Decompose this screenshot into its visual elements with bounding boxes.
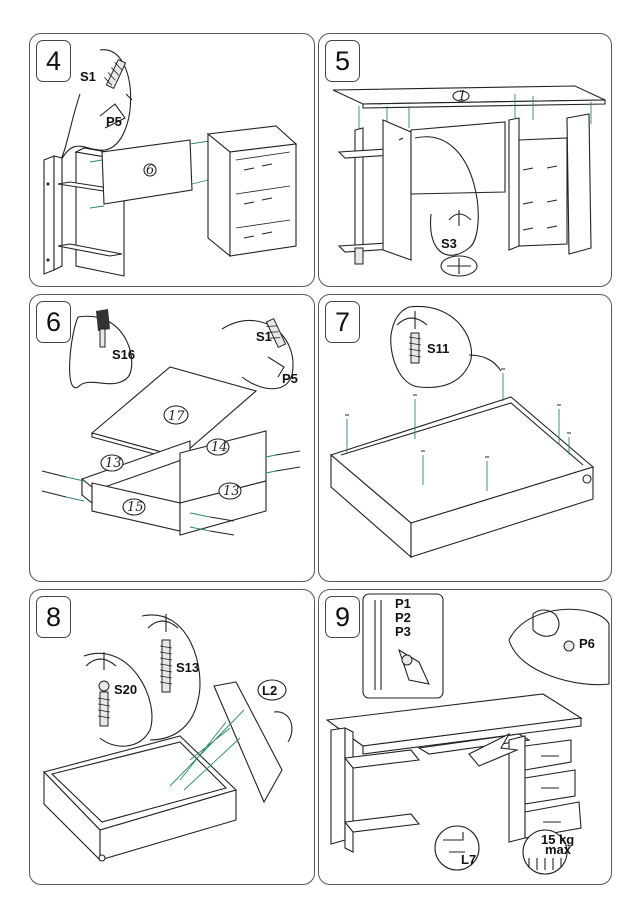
screws bbox=[41, 450, 301, 536]
part-15: 15 bbox=[127, 500, 144, 515]
step-number: 9 bbox=[325, 596, 360, 638]
callout-bubble bbox=[390, 305, 473, 388]
screw-s20-icon bbox=[85, 652, 117, 727]
inset-felt-pad bbox=[508, 608, 610, 686]
step-number: 5 bbox=[325, 40, 360, 82]
callout-bubble-right bbox=[141, 614, 201, 741]
label-p3: P3 bbox=[395, 624, 411, 639]
callout-bubble bbox=[414, 136, 479, 256]
label-weight: 15 kg bbox=[541, 832, 574, 847]
step-number: 7 bbox=[325, 301, 360, 343]
cam-bolt-icon bbox=[104, 58, 127, 90]
hex-key-icon bbox=[267, 356, 285, 378]
cam-lock-icon bbox=[440, 210, 478, 277]
step-number: 4 bbox=[36, 40, 71, 82]
label-p1: P1 bbox=[395, 596, 411, 611]
part-6: 6 bbox=[146, 163, 154, 178]
part-14: 14 bbox=[211, 440, 228, 455]
hammer-icon bbox=[96, 309, 110, 348]
cam-bolt-icon bbox=[265, 317, 287, 349]
label-p6: P6 bbox=[579, 636, 595, 651]
drawer-front bbox=[213, 681, 283, 804]
step-9-illustration: P1 P2 P3 P6 bbox=[325, 593, 610, 875]
step-7-panel: 7 S11 bbox=[318, 294, 612, 582]
callout-bubble-right bbox=[221, 319, 294, 390]
desk-top-1: 1 bbox=[332, 85, 606, 134]
step-number: 6 bbox=[36, 301, 71, 343]
right-cabinet bbox=[206, 125, 298, 258]
label-max: max bbox=[545, 842, 572, 857]
label-l7: L7 bbox=[461, 852, 476, 867]
step-4-panel: 4 S1 P5 6 bbox=[29, 33, 315, 287]
left-frame bbox=[337, 119, 412, 265]
screwdriver-icon bbox=[374, 600, 430, 690]
screw-icon bbox=[396, 311, 428, 364]
label-p5: P5 bbox=[282, 371, 298, 386]
right-cabinet bbox=[508, 113, 592, 255]
hex-key-icon bbox=[99, 93, 133, 129]
label-s3: S3 bbox=[441, 236, 457, 251]
step-4-illustration: S1 P5 6 bbox=[43, 49, 298, 277]
inset-l7 bbox=[434, 825, 480, 871]
weight-limit-badge bbox=[522, 829, 568, 875]
part-17: 17 bbox=[168, 409, 185, 424]
label-s1: S1 bbox=[80, 69, 96, 84]
label-s13: S13 bbox=[176, 660, 199, 675]
part-13a: 13 bbox=[105, 456, 122, 471]
label-s1: S1 bbox=[256, 329, 272, 344]
back-panel-6: 6 bbox=[89, 139, 217, 209]
label-p2: P2 bbox=[395, 610, 411, 625]
part-13b: 13 bbox=[223, 484, 240, 499]
drawer-frame bbox=[329, 396, 595, 559]
callout-bubble-left bbox=[83, 653, 153, 747]
step-5-illustration: 1 S3 bbox=[332, 85, 606, 277]
assembled-desk bbox=[325, 693, 583, 853]
step-7-illustration: S11 bbox=[329, 305, 595, 559]
step-number: 8 bbox=[36, 596, 71, 638]
arrow-icon bbox=[468, 732, 520, 767]
step-6-illustration: S16 S1 P5 17 13 14 bbox=[41, 309, 301, 536]
drawer-box bbox=[42, 735, 238, 862]
screws bbox=[345, 368, 571, 491]
step-5-panel: 5 1 bbox=[318, 33, 612, 287]
step-9-panel: 9 P1 P2 P3 P6 bbox=[318, 589, 612, 885]
label-p5: P5 bbox=[106, 114, 122, 129]
drawer-box: 13 14 15 13 bbox=[81, 430, 267, 536]
step-6-panel: 6 S16 S1 P5 17 bbox=[29, 294, 315, 582]
callout-bubble-left bbox=[69, 315, 133, 389]
part-1: 1 bbox=[458, 89, 466, 104]
label-s16: S16 bbox=[112, 347, 135, 362]
handle-l2: L2 bbox=[257, 679, 293, 743]
hand-icon bbox=[532, 609, 575, 652]
modesty-panel bbox=[410, 121, 506, 195]
label-s20: S20 bbox=[114, 682, 137, 697]
label-s11: S11 bbox=[427, 341, 449, 356]
step-8-illustration: S13 S20 L2 bbox=[42, 614, 293, 862]
label-l2: L2 bbox=[262, 683, 277, 698]
screw-s13-icon bbox=[147, 614, 179, 693]
step-8-panel: 8 S13 S20 bbox=[29, 589, 315, 885]
